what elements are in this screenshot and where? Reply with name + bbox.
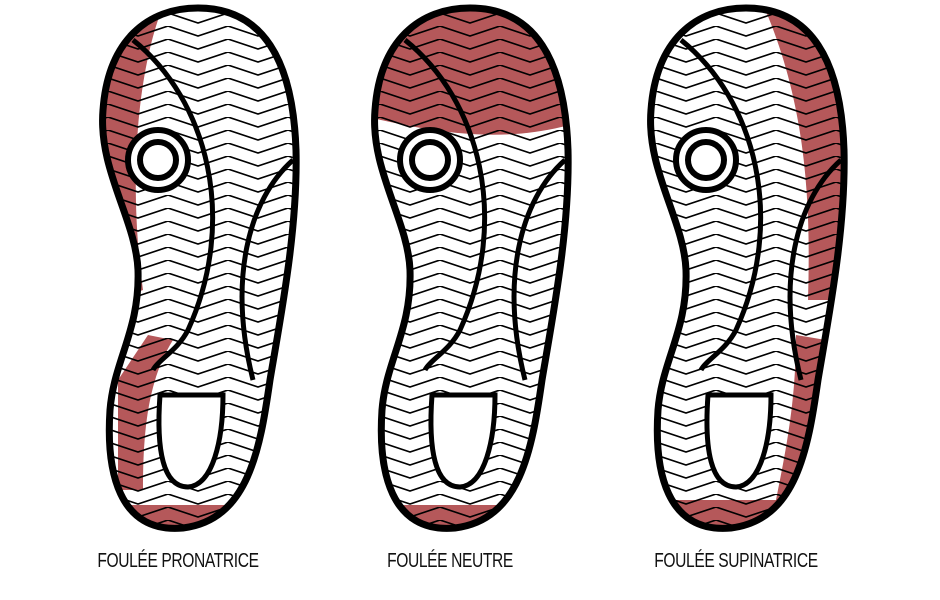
label-supinatrice: FOULÉE SUPINATRICE xyxy=(654,550,818,572)
pivot-circle-icon xyxy=(673,127,739,193)
pivot-circle-icon xyxy=(125,127,191,193)
label-pronatrice: FOULÉE PRONATRICE xyxy=(97,550,259,572)
sole-supinatrice xyxy=(596,0,896,540)
sole-pronatrice xyxy=(48,0,348,540)
sole-neutre xyxy=(320,0,620,540)
pivot-circle-icon xyxy=(397,127,463,193)
heel-pad xyxy=(704,392,774,490)
heel-pad xyxy=(428,392,498,490)
heel-pad xyxy=(156,392,226,490)
label-neutre: FOULÉE NEUTRE xyxy=(387,550,513,572)
